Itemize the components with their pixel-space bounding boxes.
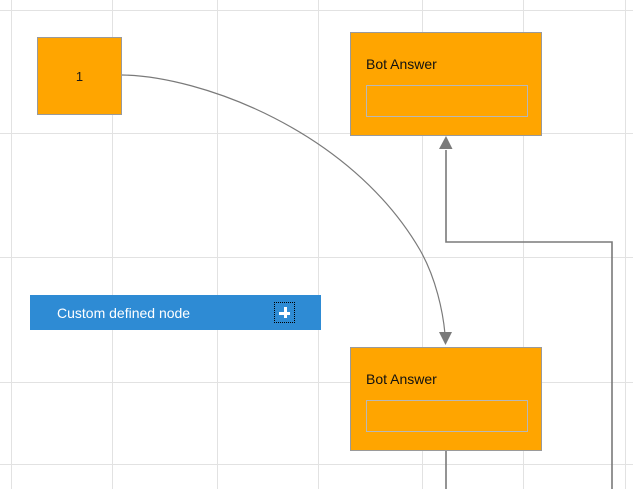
connector-curved-start-to-bot-bottom[interactable] [121,74,446,335]
node-bot-answer-top[interactable]: Bot Answer [350,32,542,136]
custom-defined-node-button[interactable]: Custom defined node [30,295,321,330]
node-start[interactable]: 1 [37,37,122,115]
connector-orthogonal-bot-bottom-to-bot-top[interactable] [445,150,613,489]
arrowhead-down-icon [439,332,452,345]
node-answer-field[interactable] [366,400,528,432]
plus-icon[interactable] [274,302,295,323]
node-bot-answer-bottom[interactable]: Bot Answer [350,347,542,451]
node-start-label: 1 [75,68,84,84]
node-title: Bot Answer [366,371,437,387]
arrowhead-up-icon [439,136,453,149]
node-title: Bot Answer [366,56,437,72]
custom-defined-node-label: Custom defined node [57,304,191,321]
node-answer-field[interactable] [366,85,528,117]
